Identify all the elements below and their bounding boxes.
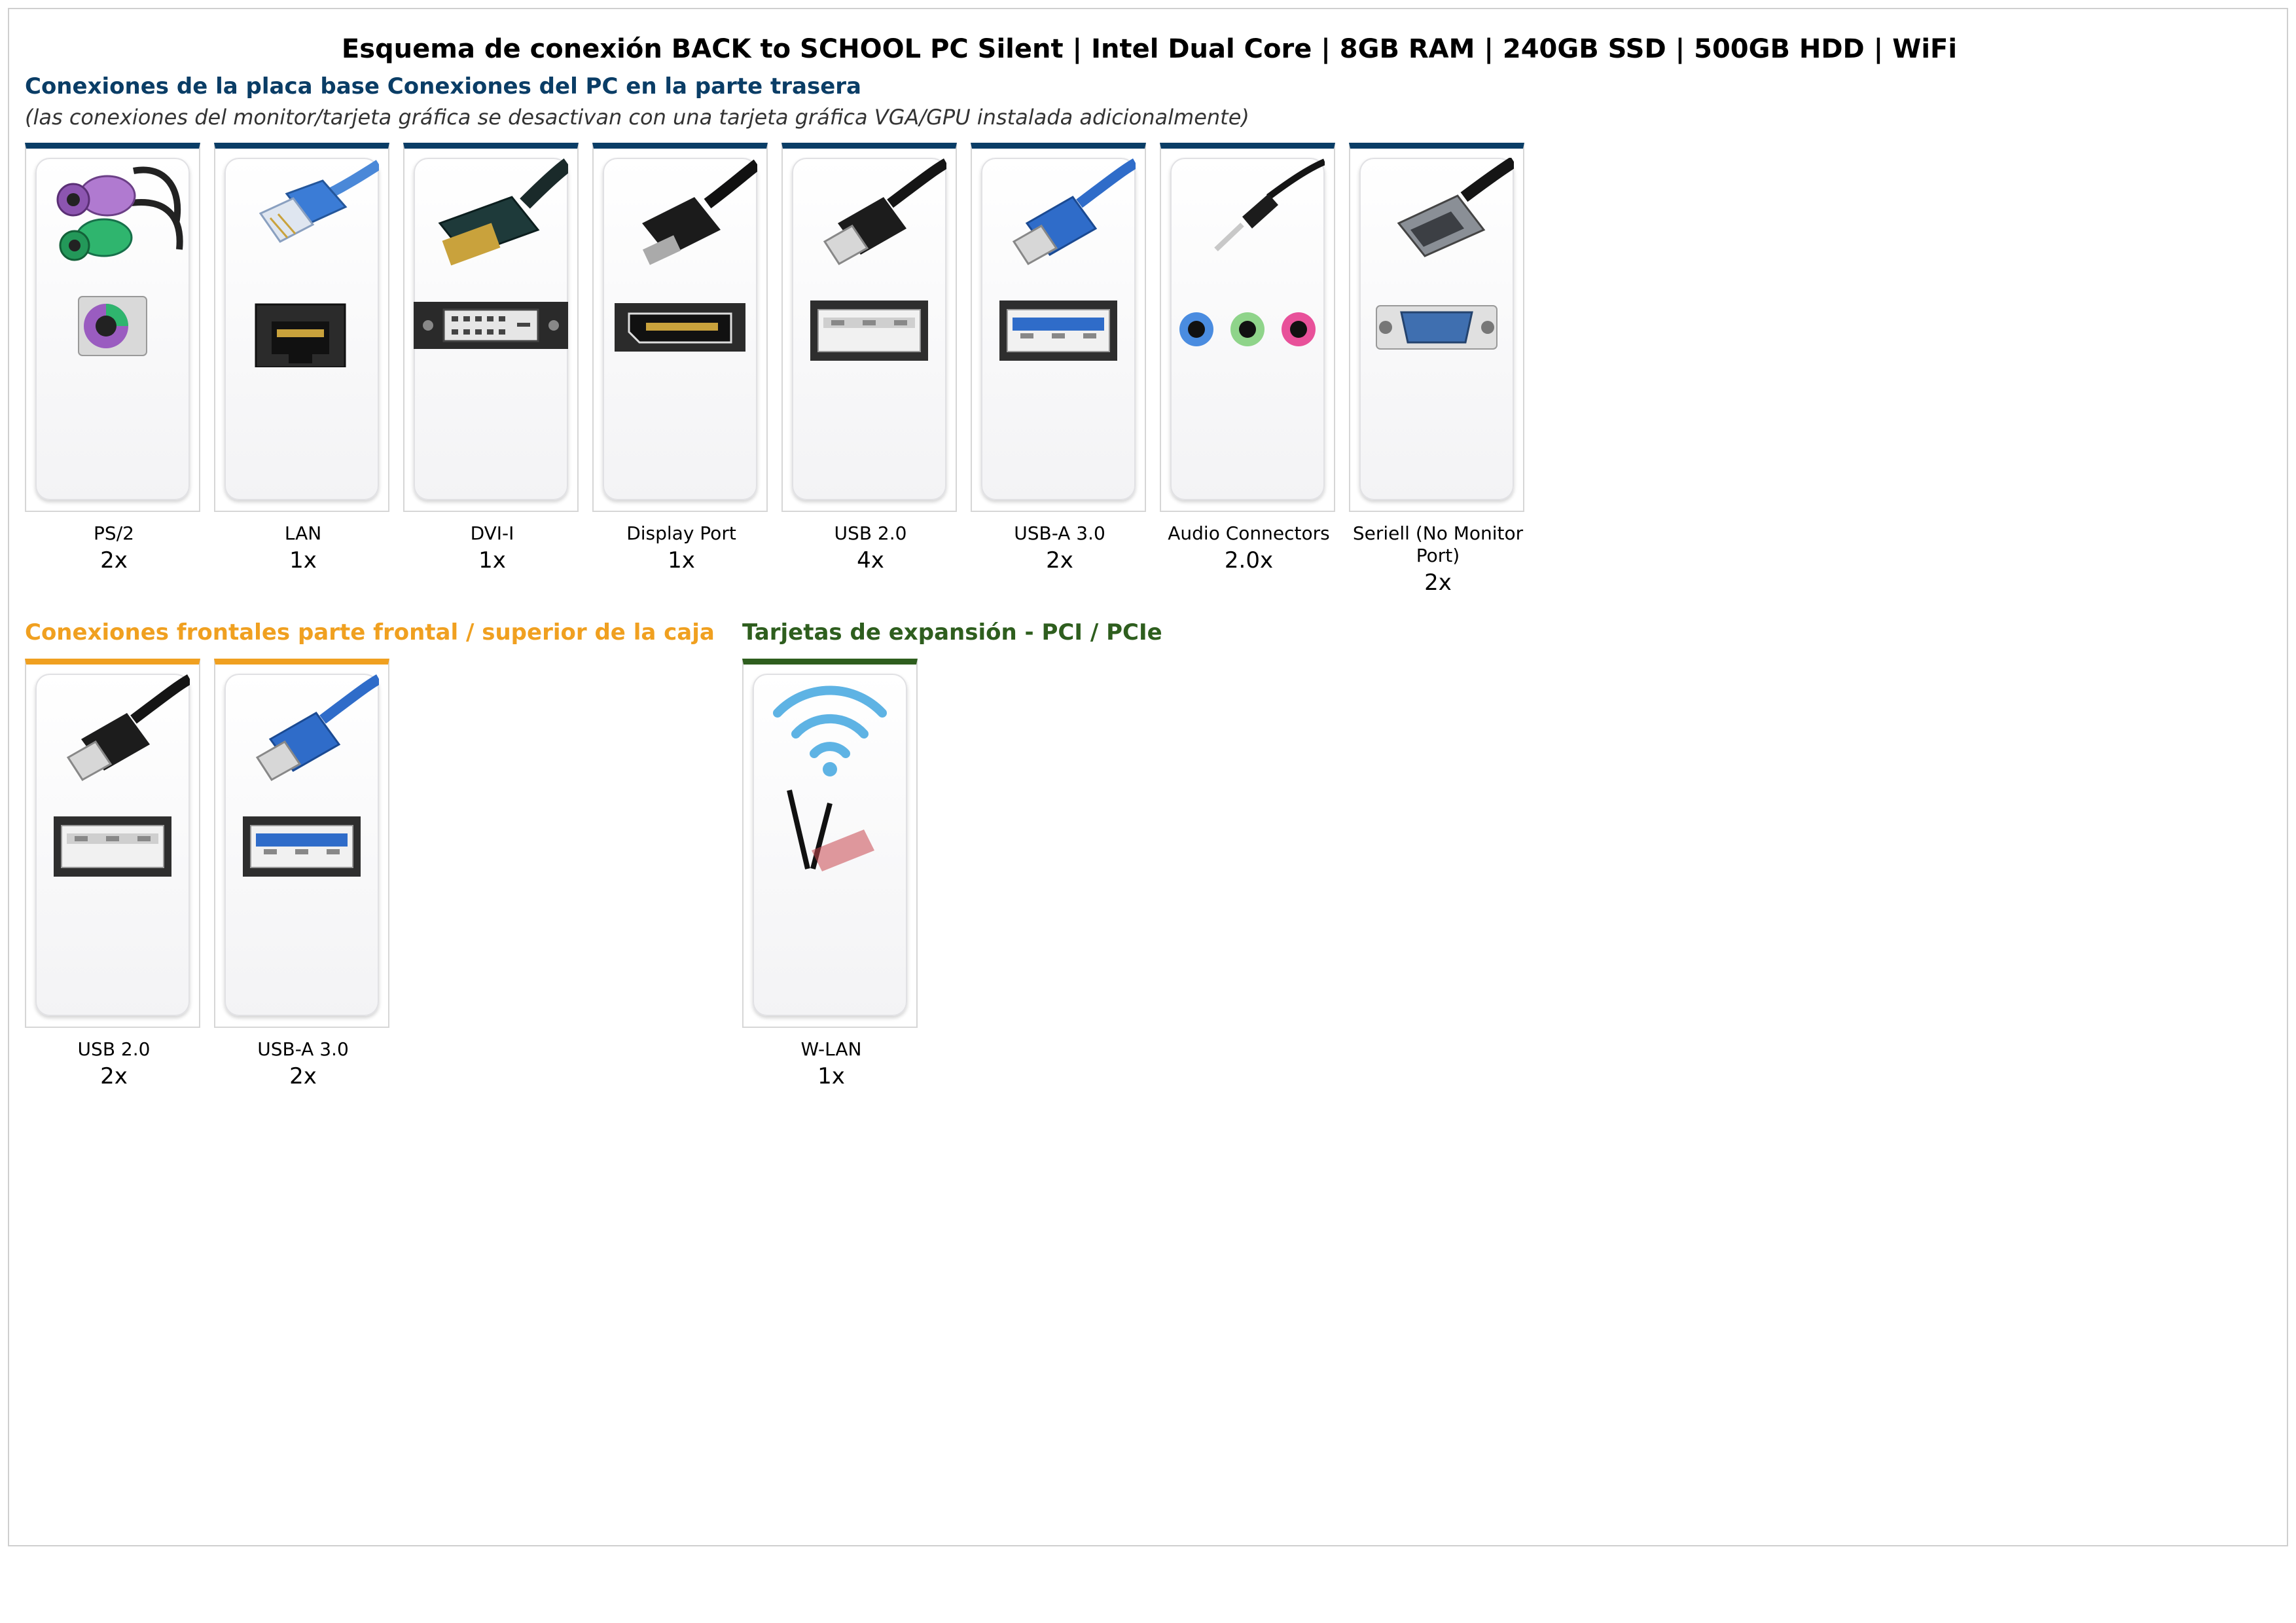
card-qty-ps2: 2x [100, 547, 128, 574]
usb3-connector-icon [999, 158, 1136, 361]
card-qty-usb2-back: 4x [857, 547, 884, 574]
displayport-connector-icon [615, 159, 757, 352]
usb3-connector-icon [243, 674, 379, 877]
card-label-displayport: Display Port [626, 522, 736, 544]
card-label-ps2: PS/2 [94, 522, 134, 544]
connection-diagram: Esquema de conexión BACK to SCHOOL PC Si… [8, 8, 2288, 1546]
card-qty-audio: 2.0x [1224, 547, 1274, 574]
ps2-connector-icon [56, 166, 183, 356]
card-dvi [403, 143, 579, 512]
card-label-lan: LAN [284, 522, 322, 544]
card-qty-usb2-front: 2x [100, 1063, 128, 1089]
usb2-connector-icon [54, 674, 190, 877]
page-title: Esquema de conexión BACK to SCHOOL PC Si… [341, 34, 1958, 64]
card-usb2-back [781, 143, 957, 512]
card-label-serial: Seriell (No Monitor Port) [1352, 522, 1524, 566]
card-qty-usb3-back: 2x [1046, 547, 1073, 574]
usb2-connector-icon [810, 158, 946, 361]
back-section-heading: Conexiones de la placa base Conexiones d… [25, 73, 861, 100]
card-label-usb2-front: USB 2.0 [77, 1038, 151, 1060]
card-qty-dvi: 1x [478, 547, 506, 574]
card-label-usb3-back: USB-A 3.0 [1014, 522, 1105, 544]
card-ps2 [25, 143, 200, 512]
card-qty-usb3-front: 2x [289, 1063, 317, 1089]
audio-connector-icon [1179, 158, 1325, 346]
card-label-usb3-front: USB-A 3.0 [257, 1038, 349, 1060]
card-usb3-back [971, 143, 1146, 512]
card-label-audio: Audio Connectors [1168, 522, 1330, 544]
card-wlan [742, 659, 918, 1028]
dvi-connector-icon [414, 158, 568, 349]
card-label-dvi: DVI-I [470, 522, 514, 544]
card-lan [214, 143, 389, 512]
card-label-usb2-back: USB 2.0 [834, 522, 907, 544]
serial-connector-icon [1376, 158, 1514, 350]
card-qty-wlan: 1x [817, 1063, 845, 1089]
card-usb3-front [214, 659, 389, 1028]
expansion-section-heading: Tarjetas de expansión - PCI / PCIe [742, 619, 1162, 646]
card-label-wlan: W-LAN [800, 1038, 862, 1060]
card-qty-displayport: 1x [668, 547, 695, 574]
card-usb2-front [25, 659, 200, 1028]
card-qty-serial: 2x [1424, 570, 1452, 596]
front-section-heading: Conexiones frontales parte frontal / sup… [25, 619, 715, 646]
lan-connector-icon [255, 160, 379, 367]
wlan-card-icon [773, 685, 887, 871]
back-section-note: (las conexiones del monitor/tarjeta gráf… [25, 105, 1249, 130]
card-audio [1160, 143, 1335, 512]
card-displayport [592, 143, 768, 512]
card-serial [1349, 143, 1524, 512]
card-qty-lan: 1x [289, 547, 317, 574]
